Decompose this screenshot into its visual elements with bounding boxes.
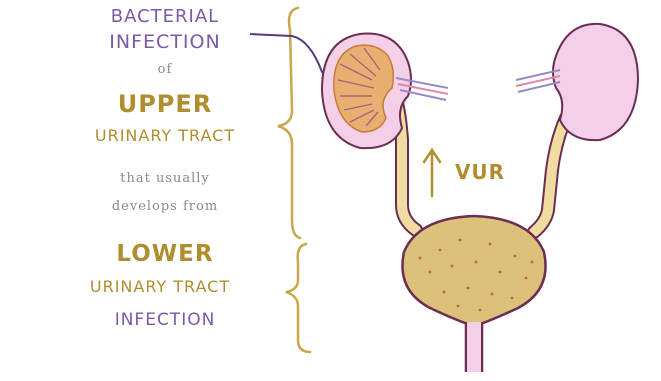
label-infection: INFECTION bbox=[90, 33, 240, 52]
right-kidney bbox=[553, 24, 638, 140]
label-vur: VUR bbox=[450, 162, 510, 182]
label-upper-urinary-tract: URINARY TRACT bbox=[75, 128, 255, 144]
label-lower-urinary-tract: URINARY TRACT bbox=[70, 279, 250, 295]
upper-bracket bbox=[278, 8, 300, 238]
lower-bracket bbox=[286, 244, 310, 352]
label-lower-infection: INFECTION bbox=[90, 312, 240, 329]
label-bacterial: BACTERIAL bbox=[90, 8, 240, 26]
label-develops-from: develops from bbox=[90, 200, 240, 213]
bladder bbox=[402, 216, 545, 326]
label-upper: UPPER bbox=[90, 92, 240, 116]
vur-arrow bbox=[424, 150, 440, 196]
label-that-usually: that usually bbox=[90, 172, 240, 185]
label-lower: LOWER bbox=[90, 243, 240, 266]
label-of: of bbox=[90, 63, 240, 76]
